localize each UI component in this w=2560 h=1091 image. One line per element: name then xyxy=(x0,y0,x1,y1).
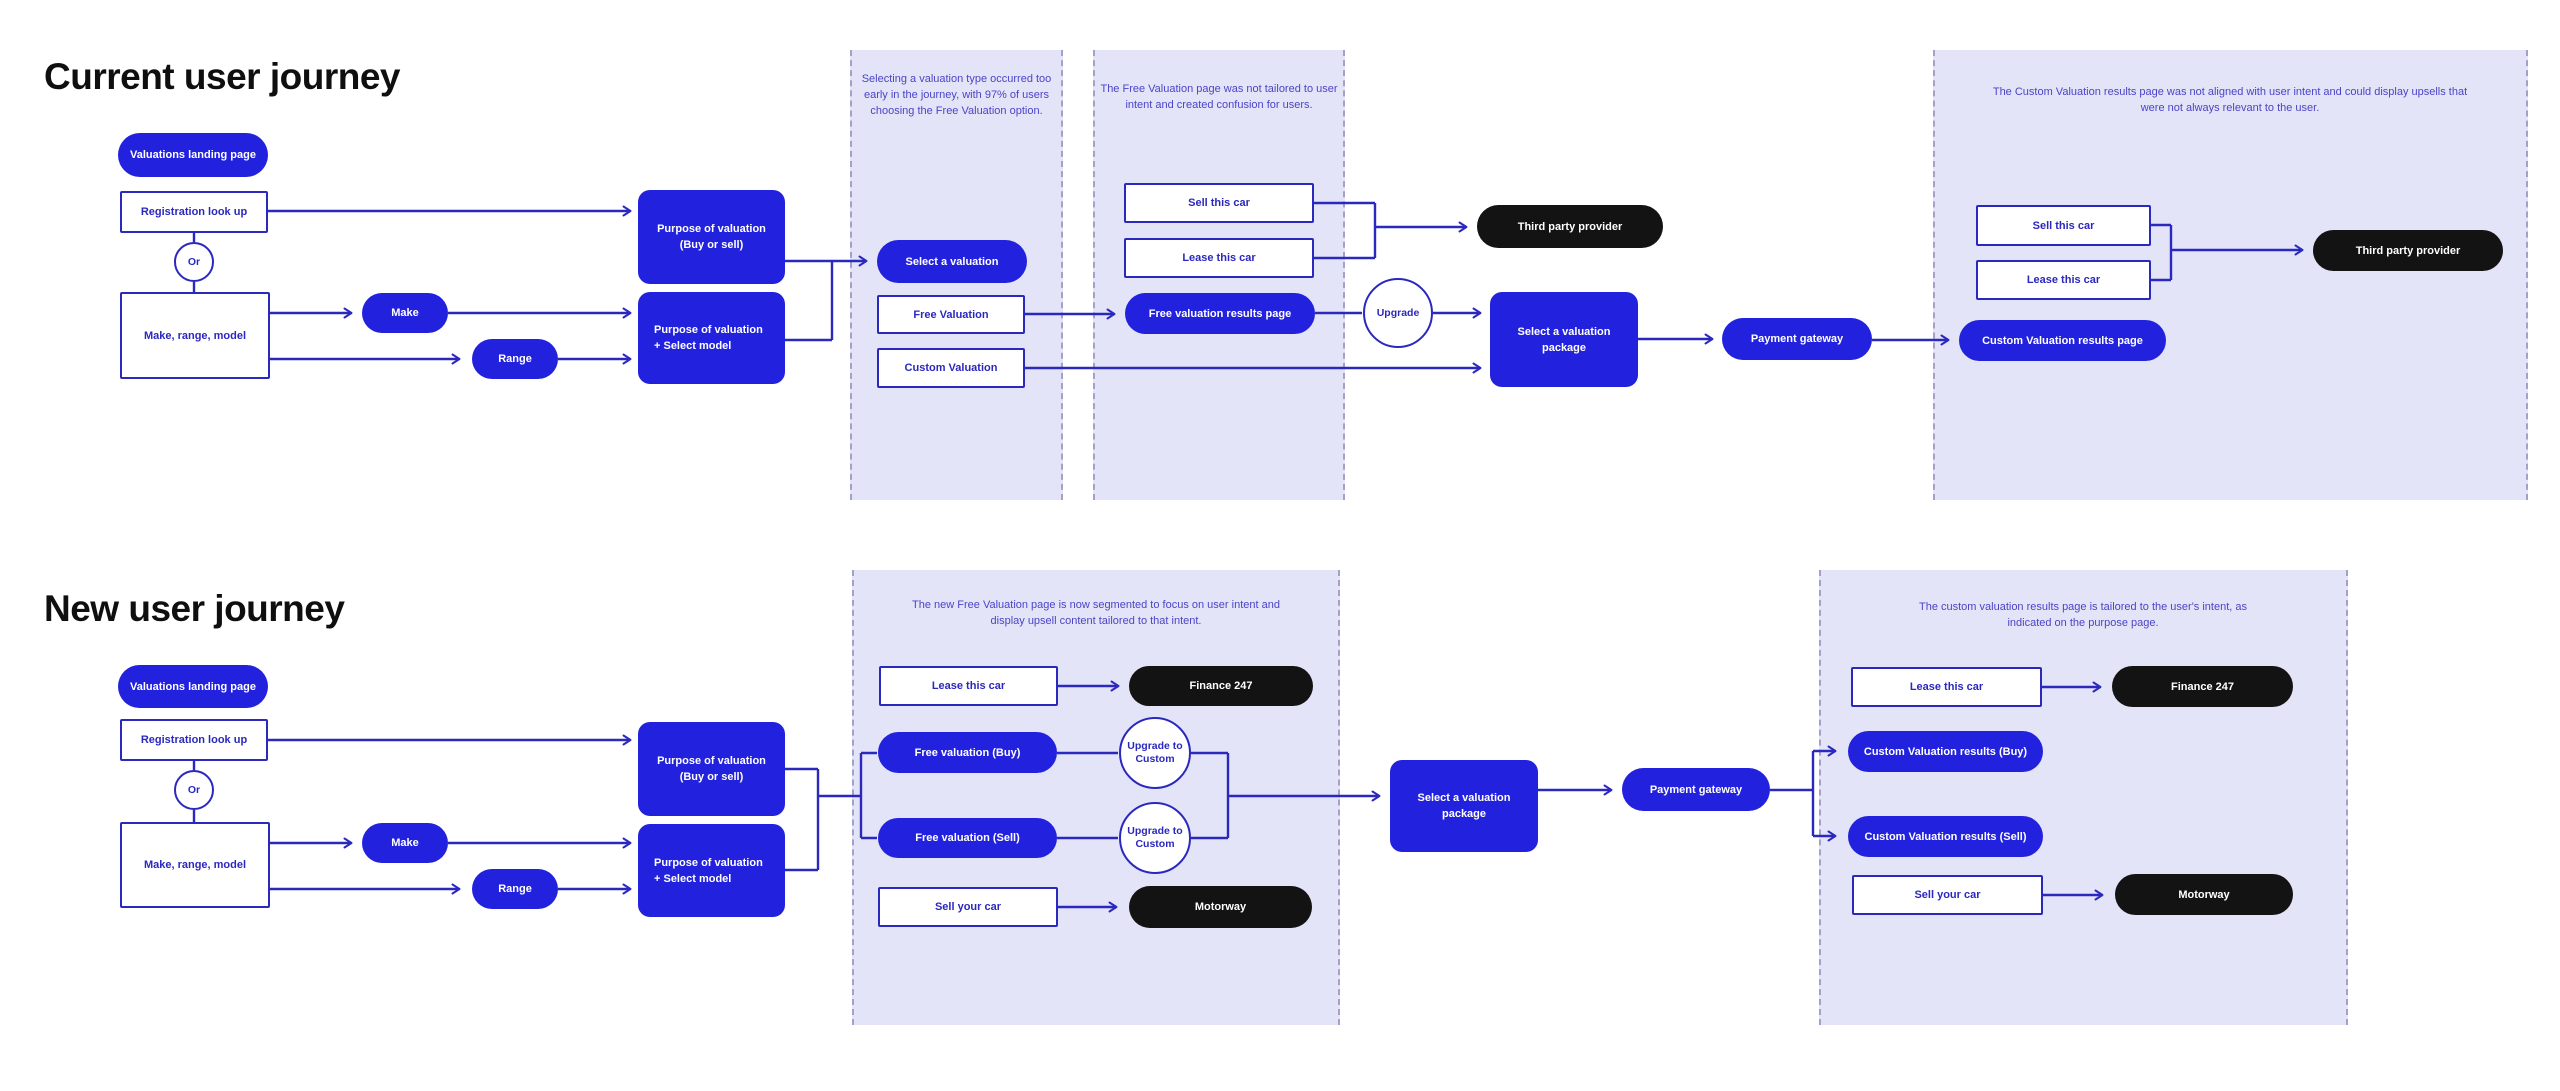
node-valuations-landing-page: Valuations landing page xyxy=(118,133,268,177)
node-payment-gateway: Payment gateway xyxy=(1622,768,1770,811)
node-purpose-of-valuation-select-model: Purpose of valuation + Select model xyxy=(638,292,785,384)
node-payment-gateway: Payment gateway xyxy=(1722,318,1872,360)
upgrade-line-2: Custom xyxy=(1135,838,1175,850)
bracket-purpose-boxes xyxy=(785,259,834,342)
new-journey-title: New user journey xyxy=(44,588,345,629)
node-third-party-provider: Third party provider xyxy=(1477,205,1663,248)
node-select-a-valuation-package: Select a valuation package xyxy=(1390,760,1538,852)
purpose-line-2: + Select model xyxy=(654,872,732,885)
purpose-line-1: Purpose of valuation xyxy=(657,755,766,767)
upgrade-line-1: Upgrade to xyxy=(1127,825,1183,837)
node-lease-this-car: Lease this car xyxy=(879,666,1058,706)
node-custom-valuation-results-page: Custom Valuation results page xyxy=(1959,320,2166,361)
purpose-line-1: Purpose of valuation xyxy=(654,856,763,869)
node-lease-this-car-2: Lease this car xyxy=(1976,260,2151,300)
package-line-2: package xyxy=(1441,808,1487,820)
note-custom-results-page: The Custom Valuation results page was no… xyxy=(1992,86,2468,114)
note-tailored: The custom valuation results page is tai… xyxy=(1919,601,2247,629)
node-free-valuation-buy: Free valuation (Buy) xyxy=(878,732,1057,773)
node-make-range-model: Make, range, model xyxy=(120,822,270,908)
node-or: Or xyxy=(174,242,214,282)
node-select-a-valuation-package: Select a valuation package xyxy=(1490,292,1638,387)
node-free-valuation: Free Valuation xyxy=(877,295,1025,334)
node-registration-look-up: Registration look up xyxy=(120,719,268,761)
node-valuations-landing-page: Valuations landing page xyxy=(118,665,268,708)
node-lease-this-car-2: Lease this car xyxy=(1851,667,2042,707)
node-sell-your-car-2: Sell your car xyxy=(1852,875,2043,915)
node-motorway: Motorway xyxy=(1129,886,1312,928)
node-make: Make xyxy=(362,293,448,333)
purpose-line-2: (Buy or sell) xyxy=(679,771,744,783)
node-make: Make xyxy=(362,823,448,863)
upgrade-line-2: Custom xyxy=(1135,753,1175,765)
node-range: Range xyxy=(472,339,558,379)
note-valuation-type: Selecting a valuation type occurred too … xyxy=(861,73,1052,117)
current-journey-wires xyxy=(192,201,2304,374)
purpose-line-2: (Buy or sell) xyxy=(679,239,744,251)
note-free-valuation-page: The Free Valuation page was not tailored… xyxy=(1100,83,1338,111)
node-free-valuation-results-page: Free valuation results page xyxy=(1125,293,1315,334)
node-registration-look-up: Registration look up xyxy=(120,191,268,233)
node-third-party-provider-2: Third party provider xyxy=(2313,230,2503,271)
node-lease-this-car: Lease this car xyxy=(1124,238,1314,278)
split-after-payment xyxy=(1770,751,1815,836)
purpose-line-1: Purpose of valuation xyxy=(654,324,763,336)
node-purpose-of-valuation-select-model: Purpose of valuation + Select model xyxy=(638,824,785,917)
node-upgrade-to-custom-buy: Upgrade to Custom xyxy=(1119,717,1191,789)
node-sell-this-car: Sell this car xyxy=(1124,183,1314,223)
upgrade-line-1: Upgrade to xyxy=(1127,740,1183,752)
purpose-line-1: Purpose of valuation xyxy=(657,223,766,235)
note-segmented: The new Free Valuation page is now segme… xyxy=(912,599,1280,627)
node-custom-valuation: Custom Valuation xyxy=(877,348,1025,388)
node-or: Or xyxy=(174,770,214,810)
bracket-sell-lease-2 xyxy=(2151,223,2173,282)
node-sell-your-car: Sell your car xyxy=(878,887,1058,927)
node-purpose-of-valuation-buy-sell: Purpose of valuation (Buy or sell) xyxy=(638,190,785,284)
panel-new-free-valuation xyxy=(852,570,1340,1025)
node-range: Range xyxy=(472,869,558,909)
panel-new-custom-results xyxy=(1819,570,2348,1025)
node-custom-valuation-results-sell: Custom Valuation results (Sell) xyxy=(1848,816,2043,857)
node-upgrade-to-custom-sell: Upgrade to Custom xyxy=(1119,802,1191,874)
node-custom-valuation-results-buy: Custom Valuation results (Buy) xyxy=(1848,731,2043,772)
node-select-a-valuation: Select a valuation xyxy=(877,240,1027,283)
purpose-line-2: + Select model xyxy=(654,340,732,352)
node-make-range-model: Make, range, model xyxy=(120,292,270,379)
package-line-1: Select a valuation xyxy=(1517,325,1611,338)
node-sell-this-car-2: Sell this car xyxy=(1976,205,2151,246)
bracket-purpose-to-free-valuations xyxy=(785,751,877,872)
bracket-sell-lease xyxy=(1314,201,1377,260)
package-line-2: package xyxy=(1541,341,1587,354)
bracket-upgrade-circles xyxy=(1191,751,1230,840)
node-upgrade: Upgrade xyxy=(1363,278,1433,348)
node-free-valuation-sell: Free valuation (Sell) xyxy=(878,818,1057,858)
new-journey-wires xyxy=(192,680,2104,913)
current-journey-title: Current user journey xyxy=(44,56,400,97)
node-finance-247-2: Finance 247 xyxy=(2112,666,2293,707)
package-line-1: Select a valuation xyxy=(1417,792,1511,804)
node-motorway-2: Motorway xyxy=(2115,874,2293,915)
node-finance-247: Finance 247 xyxy=(1129,666,1313,706)
node-purpose-of-valuation-buy-sell: Purpose of valuation (Buy or sell) xyxy=(638,722,785,816)
